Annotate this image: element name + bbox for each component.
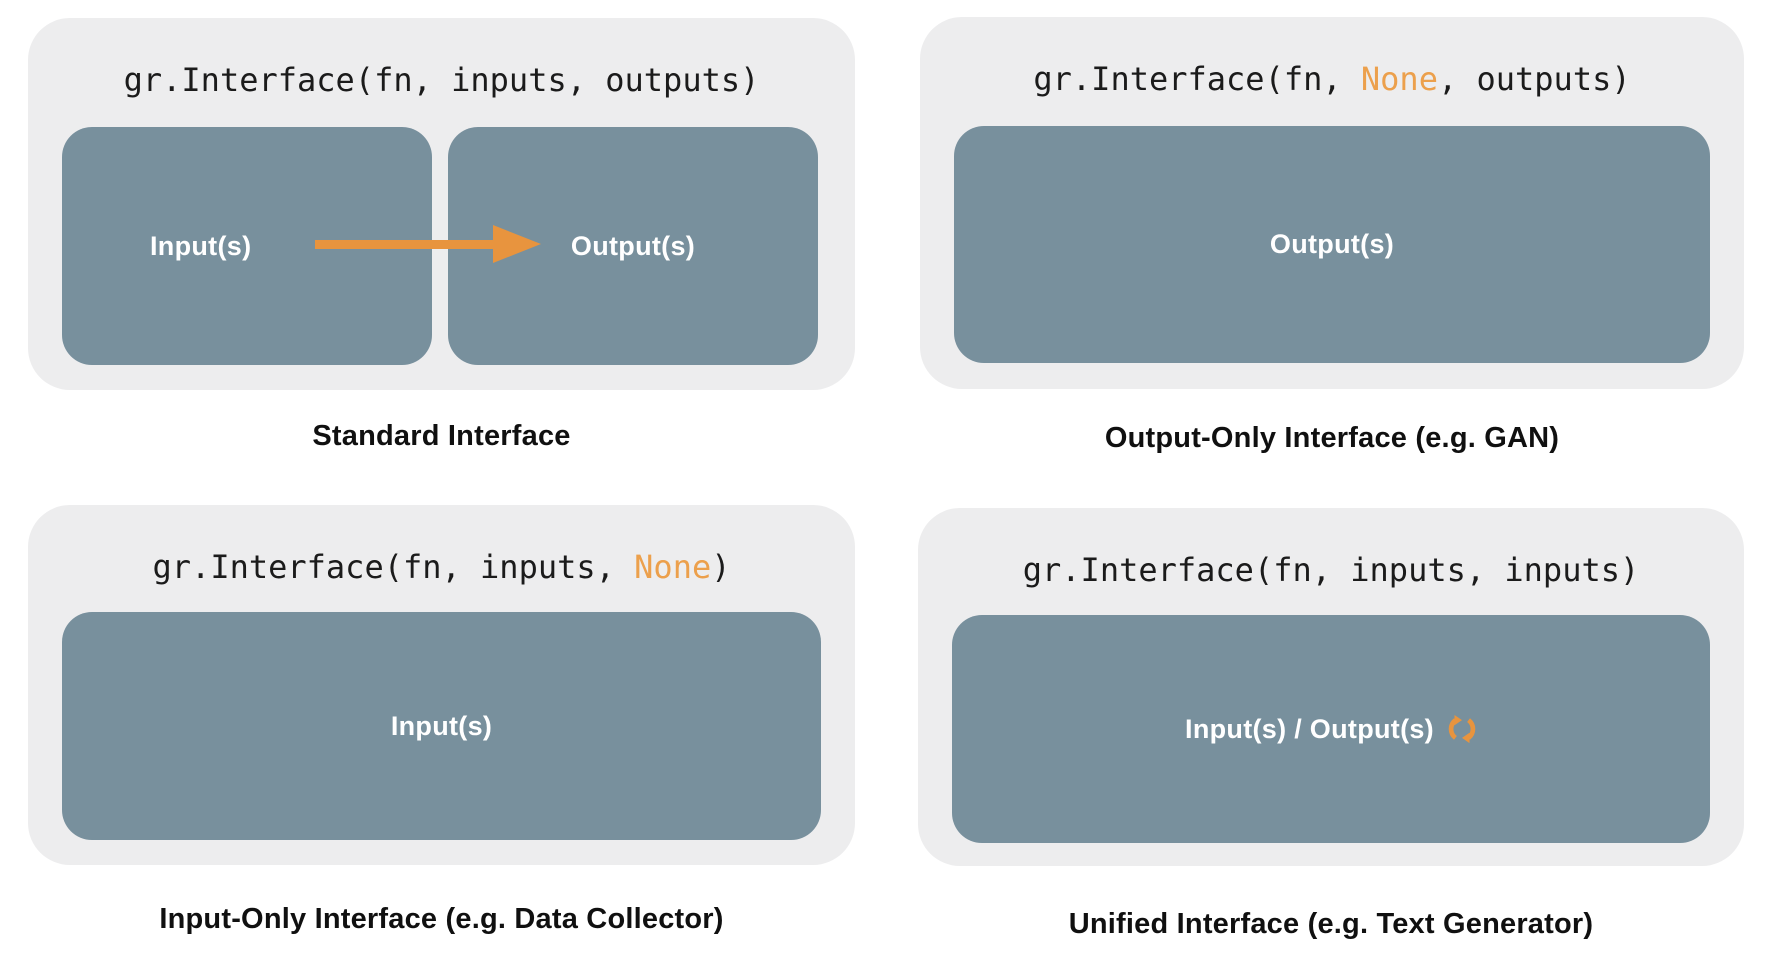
code-signature: gr.Interface(fn, inputs, None) [28, 547, 855, 587]
code-text: gr.Interface(fn, inputs, inputs) [1022, 551, 1640, 589]
output-box-label: Output(s) [570, 230, 696, 261]
code-none-keyword: None [634, 548, 712, 586]
code-text: gr.Interface(fn, inputs, outputs) [123, 61, 760, 99]
code-text: ) [711, 548, 731, 586]
code-text: gr.Interface(fn, [1033, 60, 1361, 98]
standard-interface-caption: Standard Interface [312, 420, 571, 452]
output-only-interface-card: gr.Interface(fn, None, outputs) Output(s… [920, 17, 1744, 389]
output-box-label: Output(s) [1269, 229, 1395, 259]
input-only-interface-card: gr.Interface(fn, inputs, None) Input(s) [28, 505, 855, 865]
code-signature: gr.Interface(fn, inputs, inputs) [918, 550, 1744, 590]
sync-icon [1448, 714, 1476, 744]
input-box-label: Input(s) [150, 230, 252, 261]
code-none-keyword: None [1360, 60, 1438, 98]
input-box-label: Input(s) [390, 710, 493, 741]
input-output-box-label: Input(s) / Output(s) [1185, 713, 1434, 744]
arrow-shaft [315, 239, 493, 249]
code-text: , outputs) [1437, 60, 1631, 98]
input-box: Input(s) [62, 612, 821, 840]
output-box: Output(s) [954, 126, 1710, 363]
output-only-interface-caption: Output-Only Interface (e.g. GAN) [1104, 422, 1560, 454]
input-only-interface-caption: Input-Only Interface (e.g. Data Collecto… [159, 903, 724, 935]
code-text: gr.Interface(fn, inputs, [152, 548, 635, 586]
code-signature: gr.Interface(fn, inputs, outputs) [28, 60, 855, 100]
unified-interface-card: gr.Interface(fn, inputs, inputs) Input(s… [918, 508, 1744, 866]
code-signature: gr.Interface(fn, None, outputs) [920, 59, 1744, 99]
standard-interface-card: gr.Interface(fn, inputs, outputs) Input(… [28, 18, 855, 390]
unified-interface-caption: Unified Interface (e.g. Text Generator) [1068, 908, 1594, 940]
input-output-box: Input(s) / Output(s) [952, 615, 1710, 843]
arrow-right-icon [315, 225, 541, 263]
arrow-head [493, 225, 541, 263]
